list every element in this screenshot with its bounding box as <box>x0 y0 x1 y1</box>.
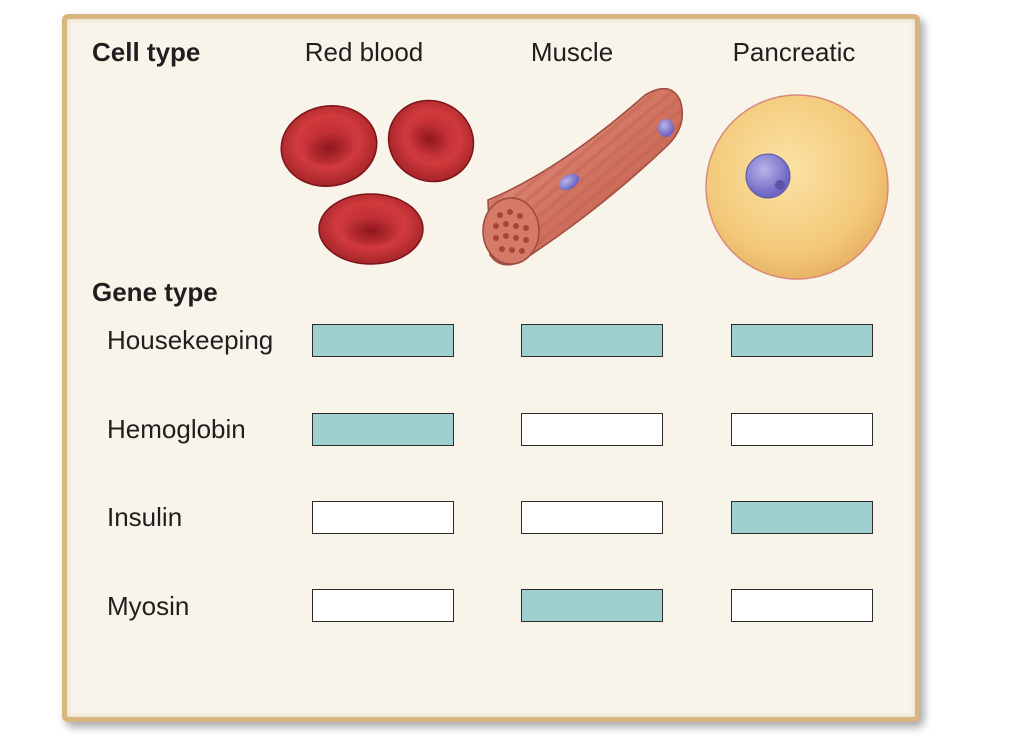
cell-hemoglobin-muscle <box>521 413 663 446</box>
cell-insulin-red-blood <box>312 501 454 534</box>
pancreatic-cell-icon <box>705 94 889 280</box>
row-label-housekeeping: Housekeeping <box>107 325 274 355</box>
column-label-pancreatic: Pancreatic <box>732 37 856 67</box>
row-label-insulin: Insulin <box>107 502 183 532</box>
row-label-hemoglobin: Hemoglobin <box>107 414 246 444</box>
row-label-myosin: Myosin <box>107 591 190 621</box>
cell-housekeeping-red-blood <box>312 324 454 357</box>
cell-housekeeping-muscle <box>521 324 663 357</box>
cell-insulin-muscle <box>521 501 663 534</box>
cell-type-heading: Cell type <box>92 37 201 67</box>
cell-myosin-pancreatic <box>731 589 873 622</box>
red-blood-cell-icon <box>280 99 475 265</box>
column-label-muscle: Muscle <box>530 37 614 67</box>
cell-hemoglobin-red-blood <box>312 413 454 446</box>
muscle-cell-icon <box>482 87 683 266</box>
cell-myosin-red-blood <box>312 589 454 622</box>
cell-housekeeping-pancreatic <box>731 324 873 357</box>
column-label-red-blood: Red blood <box>304 37 424 67</box>
cell-insulin-pancreatic <box>731 501 873 534</box>
cell-hemoglobin-pancreatic <box>731 413 873 446</box>
cell-myosin-muscle <box>521 589 663 622</box>
gene-type-heading: Gene type <box>92 277 218 307</box>
